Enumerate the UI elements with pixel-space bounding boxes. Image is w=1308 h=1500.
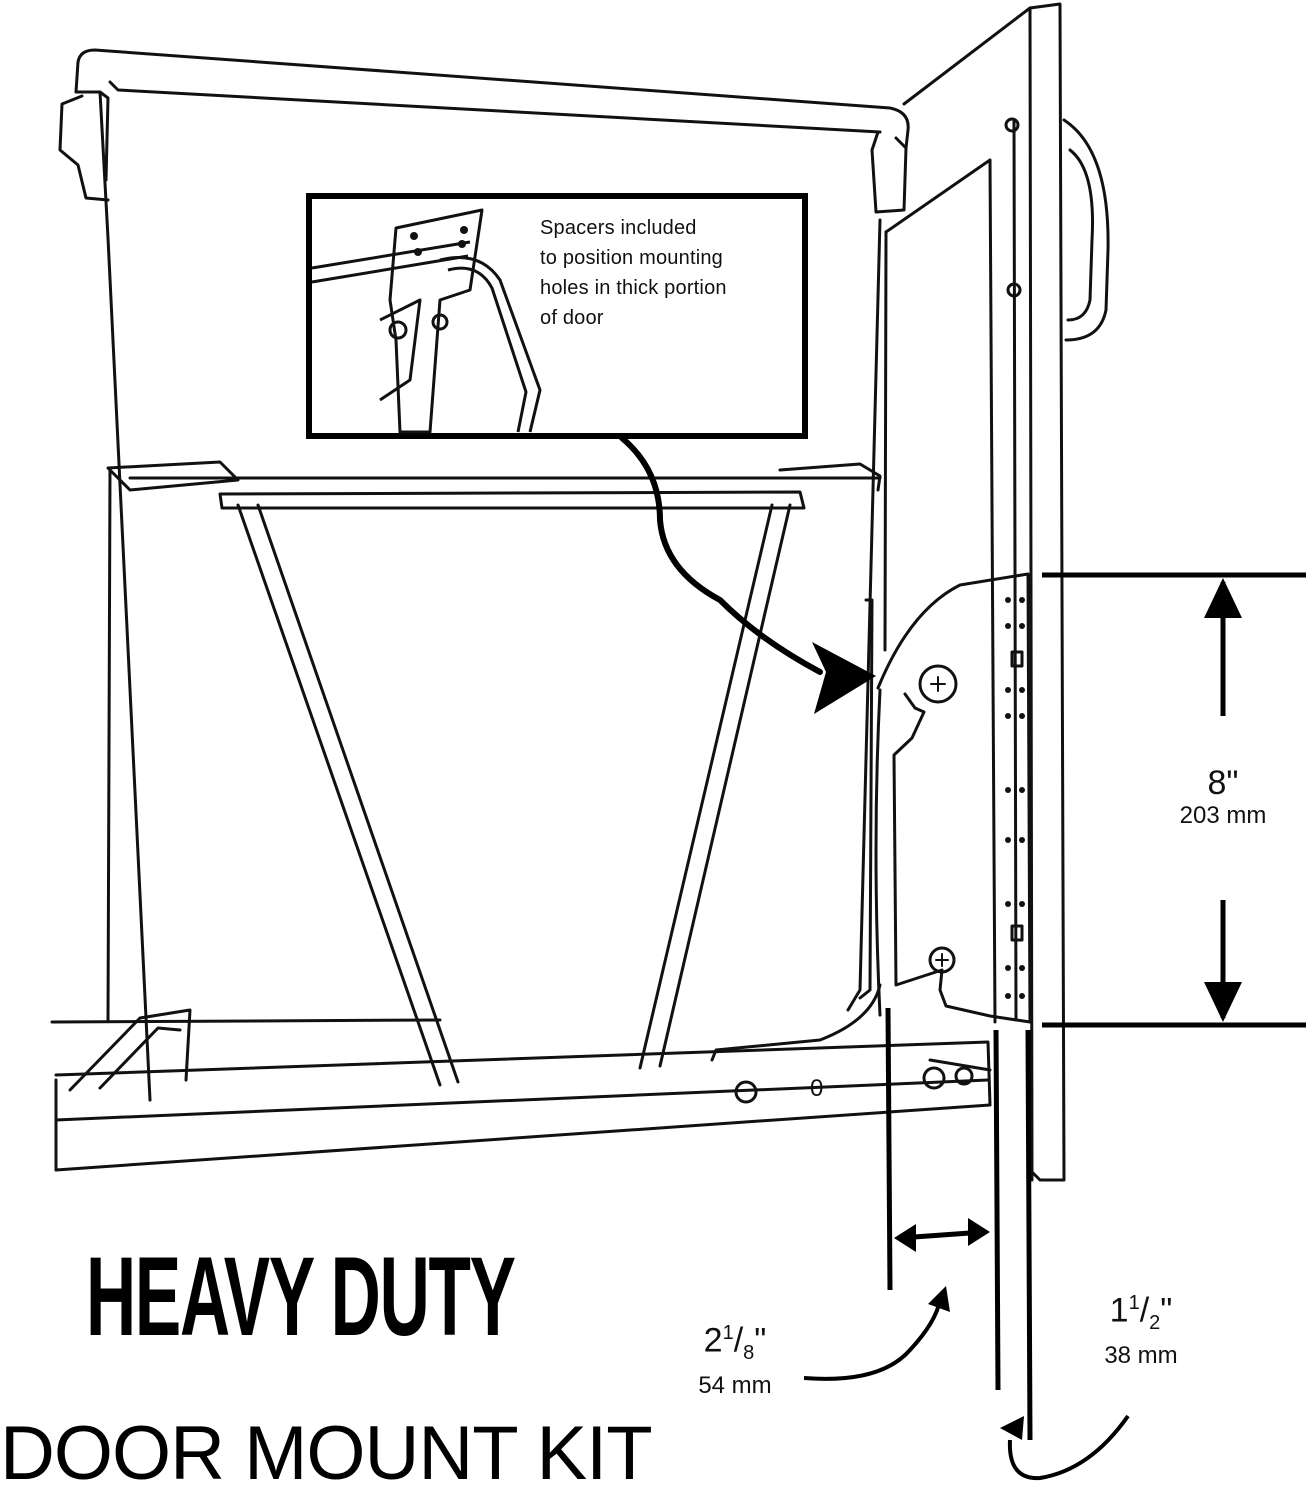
offset-den: 8: [743, 1342, 755, 1365]
inset-note-line: to position mounting: [540, 247, 724, 269]
offset-dimension: [885, 1007, 1001, 1391]
bin-outline: [58, 48, 910, 1102]
wire-basket: [106, 460, 882, 1087]
callout-arrow: [619, 435, 876, 714]
inset-note-line: Spacers included: [540, 217, 697, 239]
thickness-label: 11/2" 38 mm: [1086, 1284, 1196, 1370]
offset-callout: [803, 1286, 950, 1381]
height-label: 8" 203 mm: [1168, 764, 1278, 830]
product-subtitle: DOOR MOUNT KIT: [0, 1411, 653, 1496]
thickness-num: 1: [1128, 1292, 1140, 1314]
offset-arrowheads: [894, 1218, 990, 1252]
offset-whole: 2: [703, 1321, 723, 1360]
offset-label: 21/8" 54 mm: [680, 1314, 790, 1400]
base-rail: [50, 1008, 992, 1172]
offset-unit: ": [754, 1321, 767, 1360]
thickness-whole: 1: [1109, 1291, 1129, 1330]
door-handle: [1062, 118, 1110, 342]
inset-note-line: holes in thick portion: [540, 277, 727, 299]
bracket-holes: [1005, 597, 1025, 999]
inset-note: Spacers included to position mounting ho…: [540, 213, 795, 333]
thickness-den: 2: [1149, 1312, 1161, 1335]
door-front: [902, 2, 1066, 1182]
inset-detail-box: [306, 193, 808, 439]
thickness-dimension: [1000, 1029, 1130, 1481]
inset-note-line: of door: [540, 307, 604, 329]
height-imperial: 8": [1207, 764, 1239, 802]
offset-metric: 54 mm: [698, 1372, 772, 1400]
height-arrowheads: [1204, 578, 1242, 1022]
rail-screws: [734, 1066, 974, 1104]
thickness-metric: 38 mm: [1104, 1342, 1178, 1370]
thickness-unit: ": [1160, 1291, 1173, 1330]
door-inner-panel: [858, 158, 997, 1024]
product-title: HEAVY DUTY: [86, 1234, 516, 1359]
rail-mark: 0: [810, 1075, 823, 1102]
offset-num: 1: [722, 1322, 734, 1344]
height-metric: 203 mm: [1179, 802, 1267, 829]
mount-bracket: [710, 572, 1032, 1062]
